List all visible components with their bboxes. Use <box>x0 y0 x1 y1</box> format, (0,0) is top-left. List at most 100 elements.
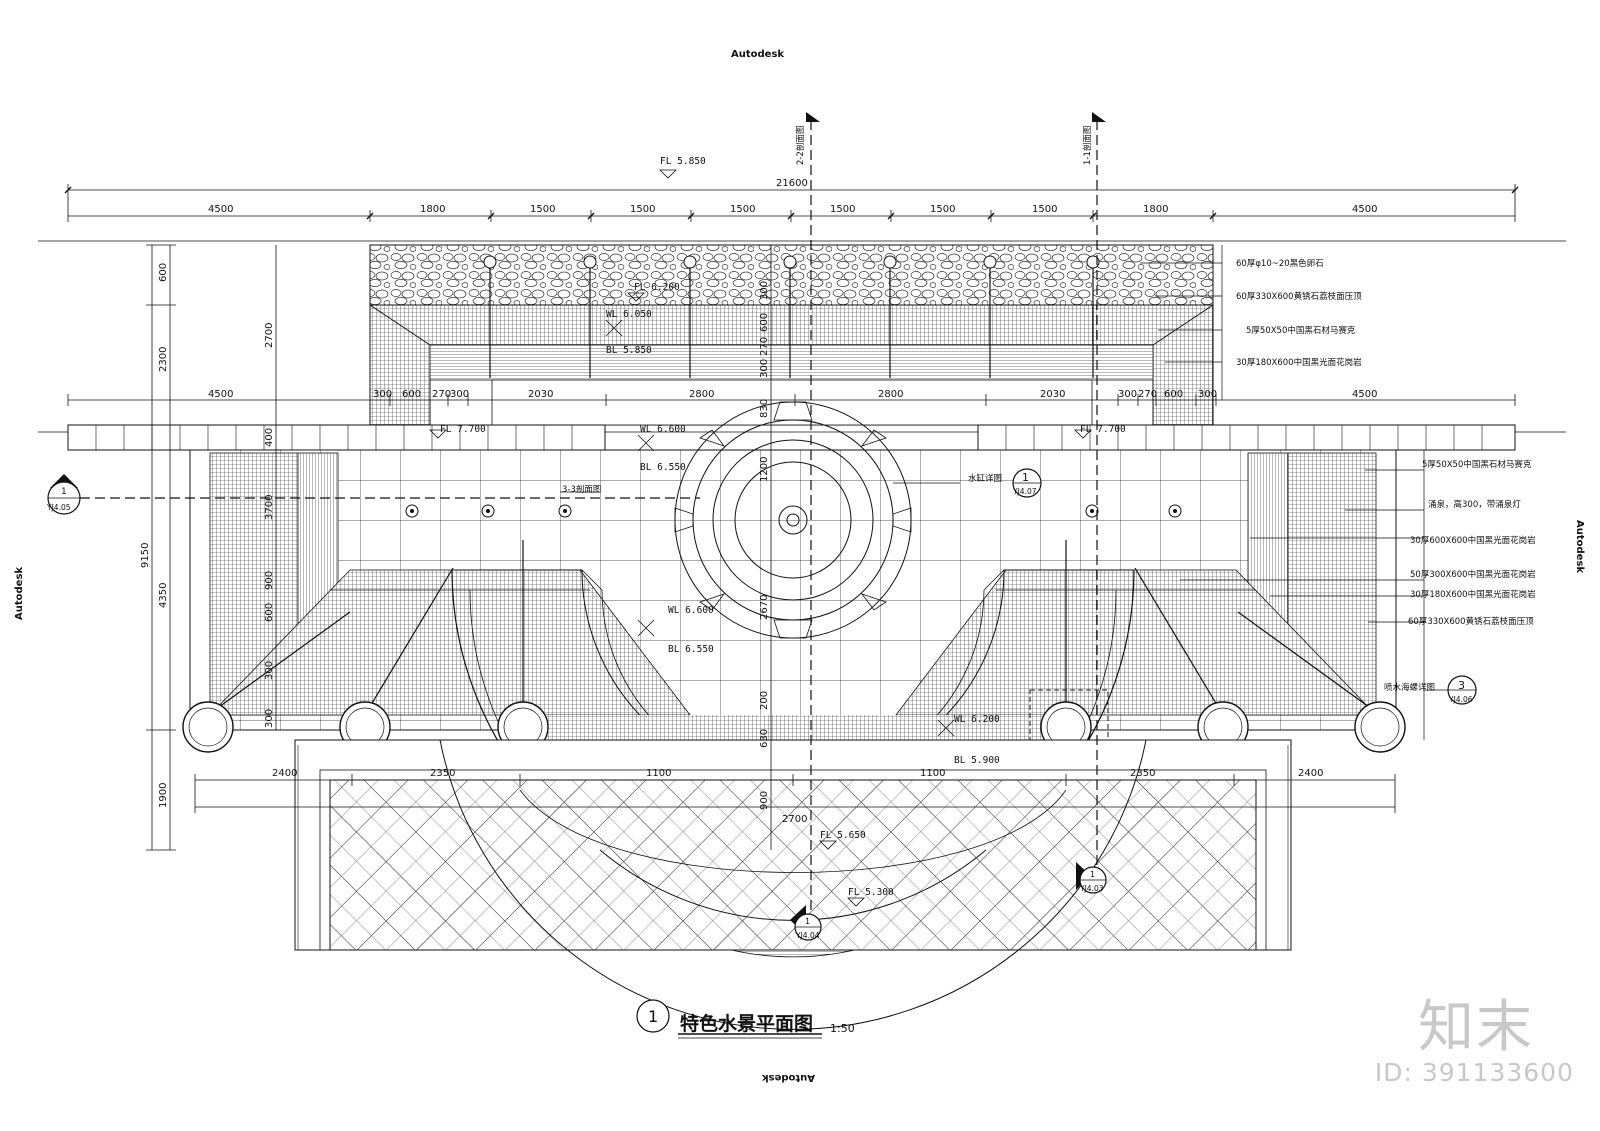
svg-text:600: 600 <box>264 603 275 622</box>
svg-text:2350: 2350 <box>430 768 455 779</box>
svg-text:2400: 2400 <box>272 768 297 779</box>
svg-text:WL 6.600: WL 6.600 <box>668 605 714 616</box>
svg-text:2300: 2300 <box>158 347 169 372</box>
drawing-scale: 1:50 <box>830 1022 855 1035</box>
section-3-3-label: 3-3剖面图 <box>562 484 601 495</box>
bottom-dimension-text: 2400 2350 1100 1100 2350 2400 <box>272 768 1323 779</box>
svg-text:270: 270 <box>1138 389 1157 400</box>
svg-text:1100: 1100 <box>920 768 945 779</box>
svg-text:1500: 1500 <box>1032 204 1057 215</box>
svg-text:4500: 4500 <box>208 204 233 215</box>
level-labels: FL 5.850 FL 6.200 WL 6.050 BL 5.850 FL 7… <box>440 156 1126 898</box>
svg-text:1200: 1200 <box>759 457 770 482</box>
svg-text:1: 1 <box>1090 870 1095 879</box>
section-labels: 2-2剖面图 1-1剖面图 3-3剖面图 <box>562 126 1093 495</box>
svg-text:1800: 1800 <box>1143 204 1168 215</box>
svg-text:300: 300 <box>1198 389 1217 400</box>
note-leaders <box>560 245 1448 740</box>
svg-text:BL 5.850: BL 5.850 <box>606 345 652 356</box>
svg-text:1500: 1500 <box>630 204 655 215</box>
svg-text:60厚φ10~20黑色卵石: 60厚φ10~20黑色卵石 <box>1236 258 1324 269</box>
svg-text:3700: 3700 <box>264 495 275 520</box>
svg-text:1500: 1500 <box>830 204 855 215</box>
svg-text:1: 1 <box>61 487 67 497</box>
svg-text:2670: 2670 <box>759 595 770 620</box>
svg-text:喷水海螺详图: 喷水海螺详图 <box>1384 682 1435 693</box>
coping-band <box>38 424 1566 451</box>
brand-left: Autodesk <box>14 567 25 620</box>
drawing-title: 特色水景平面图 <box>680 1012 813 1035</box>
svg-text:1: 1 <box>1022 471 1029 484</box>
section-1-1-label: 1-1剖面图 <box>1082 126 1093 165</box>
svg-text:4500: 4500 <box>208 389 233 400</box>
svg-text:2800: 2800 <box>689 389 714 400</box>
svg-text:YJ4.06: YJ4.06 <box>1448 695 1473 704</box>
title-block <box>636 999 822 1039</box>
level-markers <box>429 169 1092 907</box>
svg-text:FL 5.850: FL 5.850 <box>660 156 706 167</box>
svg-text:30厚600X600中国黑光面花岗岩: 30厚600X600中国黑光面花岗岩 <box>1410 535 1536 546</box>
svg-text:FL 7.700: FL 7.700 <box>1080 424 1126 435</box>
title-text-group: 1 特色水景平面图 1:50 <box>648 1007 855 1035</box>
svg-text:270: 270 <box>432 389 451 400</box>
pebble-bed <box>369 244 1214 306</box>
svg-text:300: 300 <box>373 389 392 400</box>
svg-text:FL 7.700: FL 7.700 <box>440 424 486 435</box>
fountain-bowl <box>674 401 912 639</box>
svg-text:300: 300 <box>264 661 275 680</box>
top-dimension-text: 21600 4500 1800 1500 1500 1500 1500 1500… <box>208 178 1377 215</box>
section-2-2-label: 2-2剖面图 <box>795 126 806 165</box>
svg-text:50厚300X600中国黑光面花岗岩: 50厚300X600中国黑光面花岗岩 <box>1410 569 1536 580</box>
dimension-ticks <box>64 186 1519 220</box>
svg-text:2400: 2400 <box>1298 768 1323 779</box>
svg-text:YJ4.07: YJ4.07 <box>1012 487 1037 496</box>
svg-text:30厚180X600中国黑光面花岗岩: 30厚180X600中国黑光面花岗岩 <box>1236 357 1362 368</box>
svg-text:1900: 1900 <box>158 783 169 808</box>
svg-text:WL 6.600: WL 6.600 <box>640 424 686 435</box>
title-number-circle <box>636 999 670 1033</box>
title-number: 1 <box>648 1007 658 1026</box>
spray-jets <box>207 540 1381 716</box>
overall-dimension: 21600 <box>776 178 808 189</box>
brand-right: Autodesk <box>1574 520 1585 573</box>
svg-text:BL 6.550: BL 6.550 <box>668 644 714 655</box>
svg-text:300: 300 <box>450 389 469 400</box>
marker-labels: 1 YJ4.05 1 YJ4.07 水缸详图 3 YJ4.06 喷水海螺详图 1… <box>46 471 1473 940</box>
svg-text:300: 300 <box>759 359 770 378</box>
svg-text:1500: 1500 <box>530 204 555 215</box>
svg-text:YJ4.03: YJ4.03 <box>1079 884 1104 893</box>
brand-top: Autodesk <box>731 49 784 60</box>
svg-text:300: 300 <box>264 709 275 728</box>
upper-material-notes: 60厚φ10~20黑色卵石 60厚330X600黄锈石荔枝面压顶 5厚50X50… <box>1236 258 1362 368</box>
svg-text:BL 5.900: BL 5.900 <box>954 755 1000 766</box>
svg-text:WL 6.050: WL 6.050 <box>606 309 652 320</box>
svg-text:1500: 1500 <box>930 204 955 215</box>
svg-text:1800: 1800 <box>420 204 445 215</box>
svg-text:1100: 1100 <box>646 768 671 779</box>
svg-text:水缸详图: 水缸详图 <box>968 473 1002 484</box>
svg-text:FL 6.200: FL 6.200 <box>634 282 680 293</box>
svg-text:600: 600 <box>158 263 169 282</box>
svg-text:4500: 4500 <box>1352 204 1377 215</box>
svg-text:600: 600 <box>402 389 421 400</box>
section-cut-lines <box>80 120 1098 920</box>
svg-text:600: 600 <box>759 313 770 332</box>
svg-text:4350: 4350 <box>158 583 169 608</box>
svg-text:630: 630 <box>759 729 770 748</box>
mid-dimension-text: 4500 300 600 270 300 2030 2800 2800 2030… <box>208 389 1377 400</box>
svg-text:BL 6.550: BL 6.550 <box>640 462 686 473</box>
svg-text:2030: 2030 <box>1040 389 1065 400</box>
svg-text:830: 830 <box>759 399 770 418</box>
brand-bottom: Autodesk <box>762 1072 815 1083</box>
svg-text:FL 5.650: FL 5.650 <box>820 830 866 841</box>
svg-text:2350: 2350 <box>1130 768 1155 779</box>
svg-text:WL 6.200: WL 6.200 <box>954 714 1000 725</box>
svg-text:2800: 2800 <box>878 389 903 400</box>
svg-text:270: 270 <box>759 337 770 356</box>
watermark-id: ID: 391133600 <box>1374 1058 1574 1087</box>
svg-text:FL 5.300: FL 5.300 <box>848 887 894 898</box>
svg-text:5厚50X50中国黑石材马赛克: 5厚50X50中国黑石材马赛克 <box>1246 325 1356 336</box>
brand-labels: Autodesk Autodesk Autodesk Autodesk <box>14 49 1585 1083</box>
svg-text:4500: 4500 <box>1352 389 1377 400</box>
